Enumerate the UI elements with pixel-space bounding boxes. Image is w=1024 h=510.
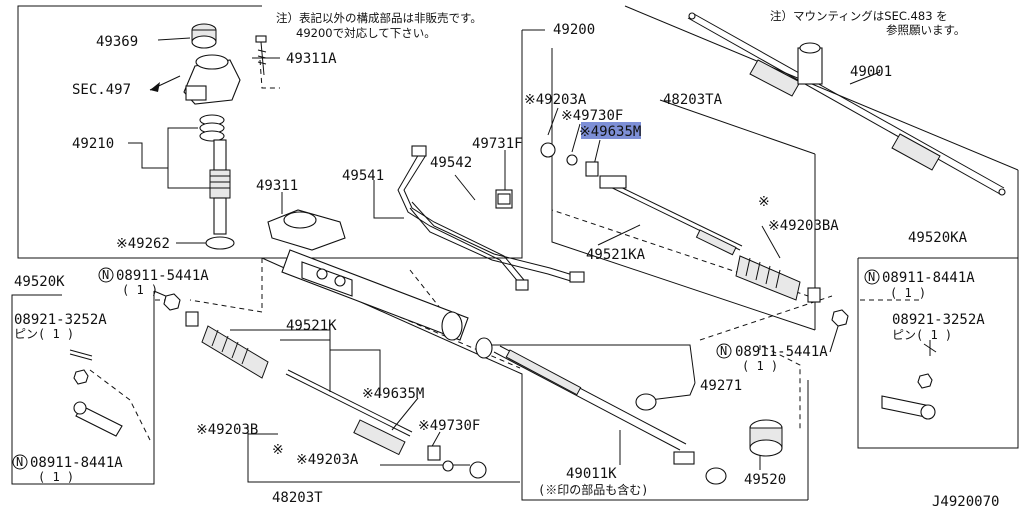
part-49203B-boot xyxy=(201,325,269,379)
label-08911-8441A-right-qty: ( 1 ) xyxy=(890,286,926,300)
label-sec497[interactable]: SEC.497 xyxy=(72,82,131,98)
part-49731F-clip xyxy=(495,189,513,209)
part-49311A-bolt xyxy=(255,35,267,76)
label-49635M-bottom[interactable]: ※49635M xyxy=(362,386,424,402)
frames xyxy=(11,5,1019,501)
label-49520[interactable]: 49520 xyxy=(744,472,786,488)
label-49369[interactable]: 49369 xyxy=(96,34,138,50)
part-49001-rack-assembly xyxy=(687,12,1006,196)
label-08911-5441A-left-qty: ( 1 ) xyxy=(122,283,158,297)
label-08921-3252A-right[interactable]: 08921-3252A xyxy=(892,312,985,328)
part-49369-cap xyxy=(191,23,217,49)
label-08911-8441A-right[interactable]: 08911-8441A xyxy=(882,270,975,286)
label-08911-5441A-left[interactable]: 08911-5441A xyxy=(116,268,209,284)
n-mark-4: N xyxy=(16,455,23,469)
label-08911-5441A-right-qty: ( 1 ) xyxy=(742,359,778,373)
part-49520-bushing xyxy=(749,419,783,457)
label-49520KA[interactable]: 49520KA xyxy=(908,230,968,246)
n-mark-2: N xyxy=(868,270,875,284)
n-mark-1: N xyxy=(102,268,109,282)
label-49011K-note: (※印の部品も含む) xyxy=(538,482,648,497)
dashed-leaders xyxy=(89,59,920,441)
label-49520K[interactable]: 49520K xyxy=(14,274,65,290)
part-inner-tie-rod-right xyxy=(599,175,743,256)
label-49730F-top[interactable]: ※49730F xyxy=(561,108,623,124)
label-49542[interactable]: 49542 xyxy=(430,155,472,171)
label-asterisk-mid: ※ xyxy=(272,442,284,458)
part-49311-gear-housing xyxy=(267,209,469,341)
part-nut-left xyxy=(163,293,199,327)
label-49001[interactable]: 49001 xyxy=(850,64,892,80)
label-asterisk-right: ※ xyxy=(758,194,770,210)
label-49011K[interactable]: 49011K xyxy=(566,466,617,482)
label-48203T[interactable]: 48203T xyxy=(272,490,323,506)
part-49520K-tie-rod-end xyxy=(69,349,123,437)
part-49011K-rack xyxy=(475,337,727,485)
note-top-right-1: 注）マウンティングはSEC.483 を xyxy=(770,9,948,23)
notes: 注）表記以外の構成部品は非販売です。 49200で対応して下さい。 注）マウンテ… xyxy=(276,9,965,40)
n-mark-3: N xyxy=(720,344,727,358)
label-49731F[interactable]: 49731F xyxy=(472,136,523,152)
label-08911-8441A-left[interactable]: 08911-8441A xyxy=(30,455,123,471)
label-08921-3252A-right-pin: ピン( 1 ) xyxy=(892,328,952,342)
part-small-rings-top xyxy=(540,142,599,177)
label-49200[interactable]: 49200 xyxy=(553,22,595,38)
label-49311[interactable]: 49311 xyxy=(256,178,298,194)
label-48203TA[interactable]: 48203TA xyxy=(663,92,723,108)
label-49311A[interactable]: 49311A xyxy=(286,51,337,67)
label-49541[interactable]: 49541 xyxy=(342,168,384,184)
highlighted-part-49635M xyxy=(581,122,641,139)
label-08921-3252A-left-pin: ピン( 1 ) xyxy=(14,327,74,341)
note-top-center-2: 49200で対応して下さい。 xyxy=(296,26,436,40)
label-49203B[interactable]: ※49203B xyxy=(196,422,258,438)
diagram-id: J4920070 xyxy=(932,494,999,510)
note-top-right-2: 参照願います。 xyxy=(886,23,965,37)
label-49271[interactable]: 49271 xyxy=(700,378,742,394)
part-pinion-shaft xyxy=(205,139,235,250)
label-49521KA[interactable]: 49521KA xyxy=(586,247,646,263)
label-08921-3252A-left[interactable]: 08921-3252A xyxy=(14,312,107,328)
label-49262[interactable]: ※49262 xyxy=(116,236,170,252)
label-08911-8441A-left-qty: ( 1 ) xyxy=(38,470,74,484)
part-nut-right xyxy=(831,309,849,327)
part-49521K-inner-tie-rod xyxy=(285,369,487,479)
note-top-center-1: 注）表記以外の構成部品は非販売です。 xyxy=(276,11,482,25)
part-49520KA-tie-rod-end xyxy=(881,340,937,420)
n-markers: N N N N xyxy=(12,267,880,470)
part-49203BA-boot xyxy=(735,255,821,303)
part-labels: 49369 49311A SEC.497 49210 ※49262 49200 … xyxy=(14,22,999,510)
part-49210-seals xyxy=(199,114,225,142)
label-49210[interactable]: 49210 xyxy=(72,136,114,152)
part-49210-valve-housing xyxy=(149,54,241,105)
solid-leaders xyxy=(128,37,881,470)
label-49203BA[interactable]: ※49203BA xyxy=(768,218,839,234)
label-49730F-bottom[interactable]: ※49730F xyxy=(418,418,480,434)
label-49635M-top[interactable]: ※49635M xyxy=(579,124,641,140)
label-49203A-top[interactable]: ※49203A xyxy=(524,92,587,108)
part-49542-tube xyxy=(409,201,585,283)
label-08911-5441A-right[interactable]: 08911-5441A xyxy=(735,344,828,360)
label-49203A-bottom[interactable]: ※49203A xyxy=(296,452,359,468)
label-49521K[interactable]: 49521K xyxy=(286,318,337,334)
